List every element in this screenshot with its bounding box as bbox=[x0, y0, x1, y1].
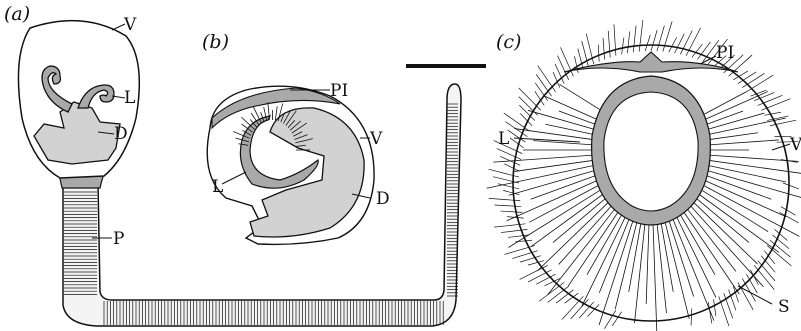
panel-c: (c) PI L V S bbox=[487, 20, 801, 331]
seta bbox=[746, 75, 773, 92]
seta bbox=[780, 212, 799, 223]
seta bbox=[603, 38, 605, 60]
seta bbox=[742, 278, 755, 301]
tentacle bbox=[514, 160, 593, 171]
tentacle bbox=[634, 224, 644, 323]
tentacle bbox=[683, 211, 739, 294]
tentacle bbox=[559, 111, 597, 125]
panel-c-mouth bbox=[604, 92, 698, 211]
seta bbox=[571, 299, 589, 319]
tentacle bbox=[698, 193, 779, 252]
tentacle bbox=[568, 211, 618, 286]
tentacle bbox=[545, 124, 594, 134]
tentacle bbox=[687, 208, 736, 271]
tentacle bbox=[673, 219, 714, 321]
panel-a-label-l: L bbox=[124, 88, 135, 108]
seta bbox=[614, 24, 616, 55]
seta bbox=[669, 37, 677, 52]
panel-b: (b) PI V L D bbox=[202, 31, 390, 244]
seta bbox=[633, 26, 636, 52]
panel-b-label-l: L bbox=[212, 177, 223, 197]
tentacle bbox=[529, 185, 600, 223]
seta bbox=[501, 211, 523, 212]
tentacle bbox=[587, 214, 622, 275]
tentacle bbox=[709, 155, 799, 161]
seta bbox=[536, 74, 551, 96]
panel-c-label-v: V bbox=[789, 135, 801, 155]
seta bbox=[501, 229, 527, 232]
panel-a-label-p: P bbox=[113, 229, 124, 249]
seta bbox=[562, 296, 583, 319]
seta bbox=[504, 164, 519, 171]
panel-c-plate bbox=[564, 52, 738, 72]
panel-b-label: (b) bbox=[202, 31, 229, 53]
seta bbox=[528, 261, 544, 266]
seta bbox=[598, 45, 599, 62]
panel-a-label-v: V bbox=[123, 15, 137, 35]
tentacle bbox=[528, 110, 595, 129]
seta bbox=[764, 112, 781, 115]
seta bbox=[645, 35, 650, 51]
seta bbox=[754, 265, 774, 289]
seta bbox=[761, 99, 790, 111]
seta bbox=[538, 66, 556, 92]
tentacle bbox=[653, 224, 657, 331]
tentacle bbox=[514, 129, 593, 140]
tentacle bbox=[559, 84, 601, 110]
panel-c-label: (c) bbox=[496, 31, 521, 53]
tentacle bbox=[543, 95, 598, 119]
tentacle bbox=[708, 133, 758, 140]
tentacle bbox=[493, 155, 593, 162]
seta bbox=[675, 34, 685, 53]
seta bbox=[608, 31, 610, 58]
seta bbox=[783, 183, 799, 189]
seta bbox=[489, 198, 520, 200]
tentacle bbox=[702, 92, 746, 115]
panel-a-label-d: D bbox=[114, 124, 128, 144]
tentacle bbox=[704, 91, 768, 119]
seta bbox=[495, 205, 522, 207]
seta bbox=[622, 38, 624, 55]
seta bbox=[498, 184, 519, 189]
tentacle bbox=[657, 224, 666, 314]
seta bbox=[519, 88, 541, 110]
seta bbox=[767, 246, 791, 266]
seta bbox=[738, 282, 753, 310]
seta bbox=[714, 299, 716, 316]
tentacle bbox=[680, 214, 715, 275]
tentacle bbox=[599, 219, 629, 293]
seta bbox=[758, 261, 775, 281]
seta bbox=[657, 26, 664, 52]
panel-c-label-pi: PI bbox=[716, 43, 734, 63]
seta bbox=[489, 169, 520, 177]
tentacle bbox=[709, 140, 779, 145]
tentacle bbox=[706, 111, 744, 125]
tentacle bbox=[559, 205, 613, 264]
panel-b-label-d: D bbox=[376, 189, 390, 209]
panel-b-label-v: V bbox=[369, 129, 383, 149]
seta bbox=[520, 265, 548, 279]
tentacle bbox=[690, 205, 764, 287]
seta bbox=[548, 286, 569, 302]
seta bbox=[539, 282, 564, 301]
seta bbox=[691, 309, 692, 326]
seta bbox=[772, 235, 789, 249]
panel-c-label-l: L bbox=[498, 129, 509, 149]
tentacle bbox=[704, 180, 786, 217]
panel-b-label-pi: PI bbox=[330, 81, 348, 101]
panel-c-label-s: S bbox=[778, 297, 790, 317]
tentacle bbox=[646, 224, 649, 304]
tentacle bbox=[487, 165, 595, 188]
seta bbox=[708, 302, 712, 323]
seta bbox=[578, 49, 583, 70]
seta bbox=[651, 30, 657, 51]
tentacle bbox=[665, 222, 689, 319]
seta bbox=[627, 31, 629, 53]
panel-a-label: (a) bbox=[4, 3, 30, 25]
tentacle bbox=[693, 201, 758, 264]
seta bbox=[639, 20, 643, 51]
tentacle bbox=[676, 217, 715, 298]
seta bbox=[742, 73, 764, 87]
